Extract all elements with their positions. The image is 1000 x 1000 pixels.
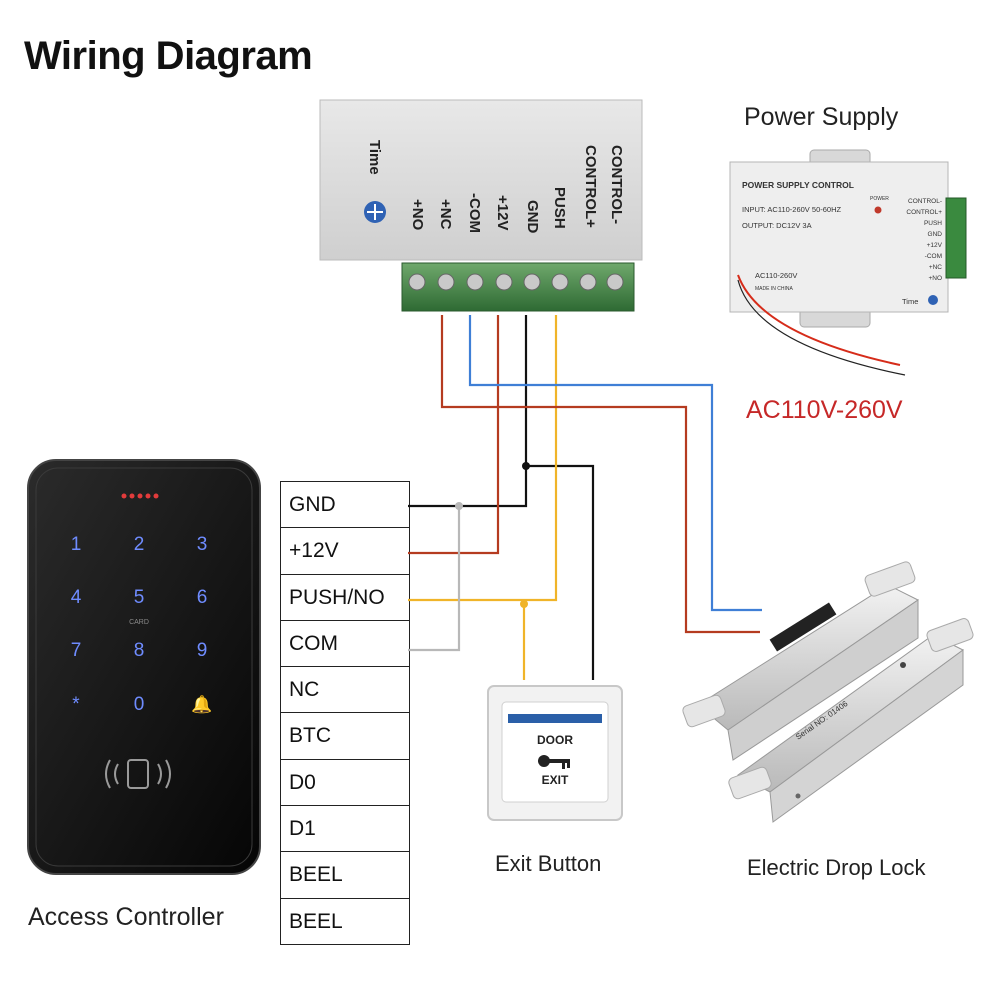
power-supply-board: Time CONTROL- CONTROL+ PUSH GND +12V -CO…	[319, 99, 643, 312]
page-title: Wiring Diagram	[24, 34, 313, 78]
terminal-gnd: GND	[281, 482, 409, 529]
drop-lock-device: Serial NO: 01406	[682, 561, 974, 823]
svg-text:-COM: -COM	[925, 253, 942, 260]
rfid-icon	[105, 759, 171, 789]
exit-button-caption: Exit Button	[495, 851, 602, 876]
svg-text:+NC: +NC	[437, 199, 454, 230]
svg-text:CONTROL+: CONTROL+	[582, 145, 599, 228]
key-4: 4	[71, 587, 82, 608]
svg-text:OUTPUT: DC12V 3A: OUTPUT: DC12V 3A	[742, 221, 812, 230]
svg-text:MADE IN CHINA: MADE IN CHINA	[755, 286, 793, 292]
power-supply-caption: Power Supply	[744, 103, 899, 131]
wire-com	[408, 506, 461, 652]
svg-text:CONTROL+: CONTROL+	[906, 209, 942, 216]
access-controller-device: 1 2 3 4 5 6 7 8 9 * 0 🔔 CARD	[27, 459, 261, 875]
key-3: 3	[197, 534, 208, 555]
svg-text:+NO: +NO	[409, 199, 426, 231]
key-1: 1	[71, 534, 82, 555]
power-supply-photo: POWER SUPPLY CONTROL POWER INPUT: AC110-…	[729, 149, 967, 376]
terminal-screws	[408, 273, 624, 291]
wire-12v	[408, 315, 500, 555]
key-5: 5	[134, 587, 145, 608]
terminal-d1: D1	[281, 806, 409, 853]
access-controller-caption: Access Controller	[28, 903, 224, 931]
key-8: 8	[134, 640, 145, 661]
exit-label: EXIT	[542, 773, 569, 787]
svg-text:GND: GND	[928, 231, 943, 238]
terminal-btc: BTC	[281, 713, 409, 760]
terminal-12v: +12V	[281, 528, 409, 575]
svg-text:+12V: +12V	[927, 242, 943, 249]
terminal-beel-2: BEEL	[281, 899, 409, 945]
key-6: 6	[197, 587, 208, 608]
svg-text:Time: Time	[902, 297, 918, 306]
svg-text:CONTROL-: CONTROL-	[608, 145, 625, 224]
svg-text:+12V: +12V	[494, 195, 511, 230]
drop-lock-caption: Electric Drop Lock	[747, 855, 926, 880]
key-2: 2	[134, 534, 145, 555]
keypad: 1 2 3 4 5 6 7 8 9 * 0 🔔	[71, 534, 213, 715]
svg-text:CONTROL-: CONTROL-	[908, 198, 942, 205]
terminal-beel-1: BEEL	[281, 852, 409, 899]
wire-gnd-exit	[526, 464, 595, 680]
svg-text:INPUT: AC110-260V 50-60HZ: INPUT: AC110-260V 50-60HZ	[742, 205, 841, 214]
terminal-d0: D0	[281, 760, 409, 807]
key-icon	[538, 755, 570, 769]
voltage-label: AC110V-260V	[746, 396, 903, 424]
svg-text:GND: GND	[524, 200, 541, 234]
time-label: Time	[366, 140, 383, 175]
wire-gnd	[408, 315, 528, 508]
svg-text:AC110-260V: AC110-260V	[755, 271, 797, 280]
wire-push	[408, 315, 558, 602]
svg-text:+NC: +NC	[929, 264, 942, 271]
wire-junctions	[455, 462, 530, 608]
terminal-push-no: PUSH/NO	[281, 575, 409, 621]
key-7: 7	[71, 640, 82, 661]
svg-text:PUSH: PUSH	[551, 187, 568, 229]
svg-text:-COM: -COM	[466, 193, 483, 233]
svg-text:PUSH: PUSH	[924, 220, 942, 227]
terminal-nc: NC	[281, 667, 409, 714]
exit-button-device: DOOR EXIT	[487, 685, 623, 821]
svg-text:CARD: CARD	[129, 619, 149, 626]
svg-text:POWER: POWER	[870, 196, 889, 202]
key-bell-icon: 🔔	[191, 695, 212, 714]
key-0: 0	[134, 694, 145, 715]
svg-text:+NO: +NO	[928, 275, 942, 282]
terminal-com: COM	[281, 621, 409, 668]
terminal-table: GND +12V PUSH/NO COM NC BTC D0 D1 BEEL B…	[280, 481, 410, 945]
svg-text:POWER SUPPLY CONTROL: POWER SUPPLY CONTROL	[742, 180, 854, 190]
key-9: 9	[197, 640, 208, 661]
key-star: *	[72, 694, 80, 715]
door-label: DOOR	[537, 733, 573, 747]
